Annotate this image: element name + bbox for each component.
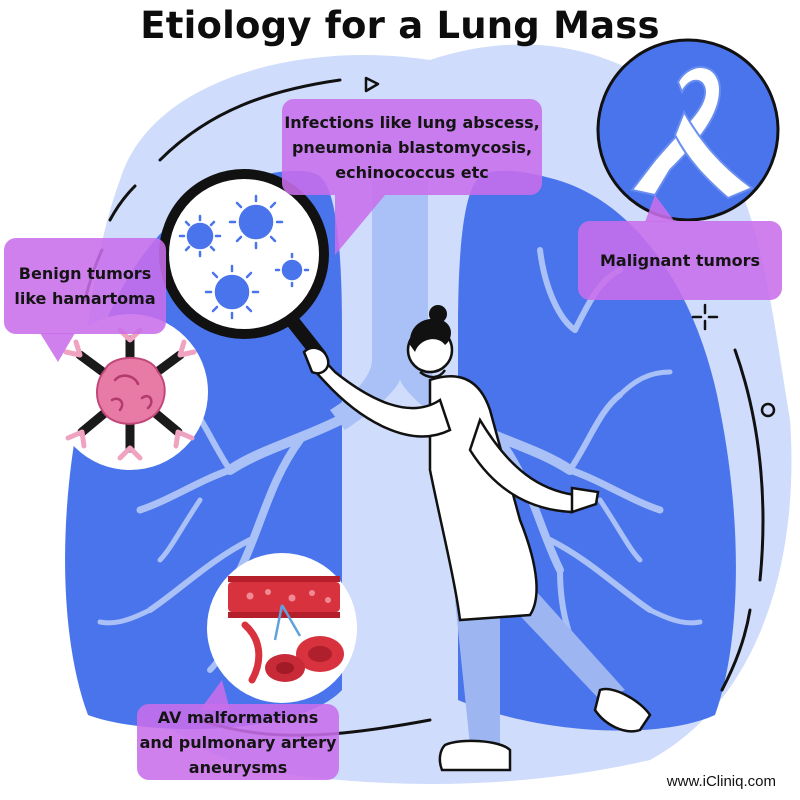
callout-pointers xyxy=(40,195,675,710)
callout-benign-line-1: Benign tumors xyxy=(18,264,152,283)
callout-infections-line-3: echinococcus etc xyxy=(335,162,489,182)
tumor-cell-icon xyxy=(63,327,197,461)
virus-icon xyxy=(178,194,310,320)
magnifier-icon xyxy=(159,169,329,363)
trachea xyxy=(330,180,470,430)
callout-vascular-line-3: aneurysms xyxy=(188,757,288,777)
callout-malignant-line-1: Malignant tumors xyxy=(599,251,761,270)
red-blood-cell-icon xyxy=(265,636,344,682)
callout-infections-line-1: Infections like lung abscess, xyxy=(284,112,540,132)
play-triangle-icon xyxy=(364,76,380,93)
blood-vessel-icon xyxy=(228,576,340,684)
page-title: Etiology for a Lung Mass xyxy=(140,4,660,47)
callout-benign: Benign tumors like hamartoma xyxy=(4,238,166,334)
callout-malignant: Malignant tumors xyxy=(578,221,782,300)
malignant-circle xyxy=(596,38,780,222)
vascular-circle xyxy=(207,553,357,703)
doctor-figure xyxy=(302,305,652,772)
callout-infections-line-2: pneumonia blastomycosis, xyxy=(291,137,533,157)
benign-circle xyxy=(52,314,208,470)
callout-vascular-line-1: AV malformations xyxy=(157,707,319,727)
awareness-ribbon-icon xyxy=(630,66,755,200)
callout-benign-line-2: like hamartoma xyxy=(14,289,156,308)
callout-vascular: AV malformations and pulmonary artery an… xyxy=(137,704,339,780)
small-ring-icon xyxy=(760,402,776,418)
callout-vascular-line-2: and pulmonary artery xyxy=(139,732,337,752)
watermark: www.iCliniq.com xyxy=(666,773,776,790)
callout-infections: Infections like lung abscess, pneumonia … xyxy=(282,99,542,195)
sparkle-icon xyxy=(691,303,719,331)
